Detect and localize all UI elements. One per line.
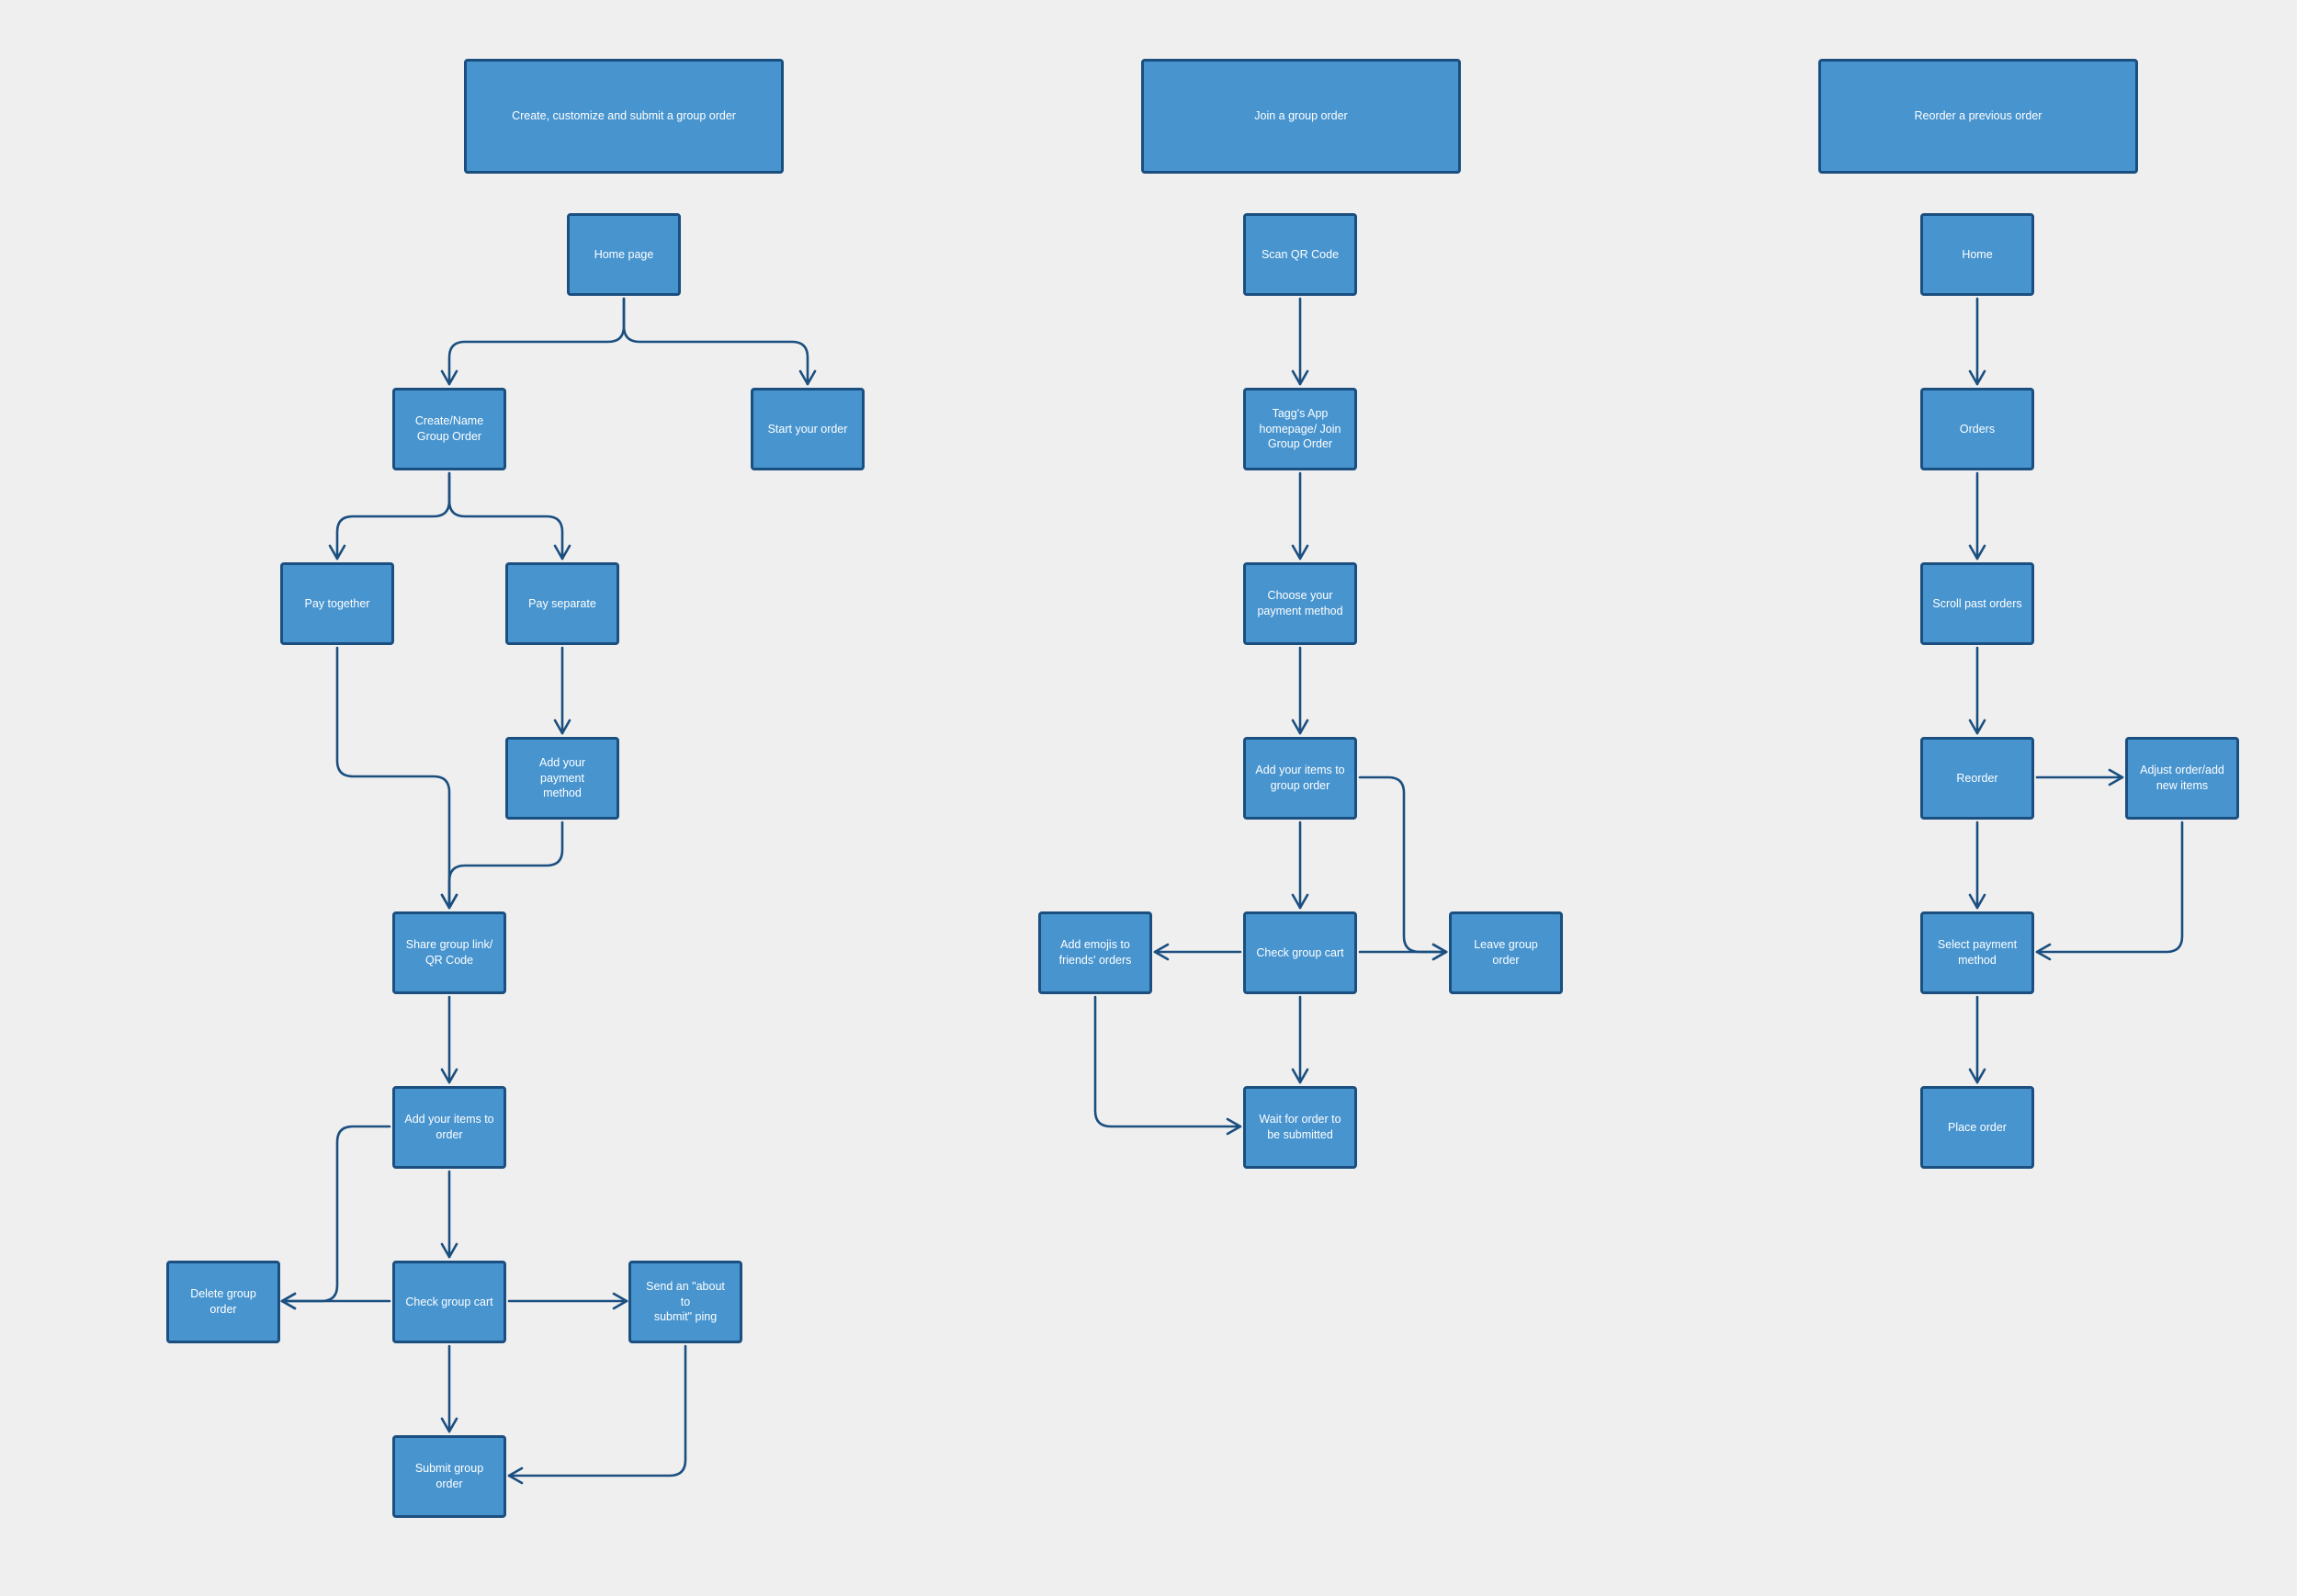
node-delete-group-order[interactable]: Delete group order <box>166 1261 280 1343</box>
node-add-your-payment-method[interactable]: Add your payment method <box>505 737 619 820</box>
edge-home-to-create-name <box>440 297 626 386</box>
edge-send-ping-to-submit <box>507 1344 687 1485</box>
edge-add-payment-to-share-link <box>440 821 564 910</box>
node-taggs-app-homepage[interactable]: Tagg's App homepage/ Join Group Order <box>1243 388 1357 470</box>
node-submit-group-order[interactable]: Submit group order <box>392 1435 506 1518</box>
header-create-group-order[interactable]: Create, customize and submit a group ord… <box>464 59 784 174</box>
edge-add-items-to-delete-order <box>280 1125 391 1310</box>
header-join-group-order[interactable]: Join a group order <box>1141 59 1461 174</box>
edge-add-emojis-to-wait-submit <box>1093 995 1242 1136</box>
node-add-emojis-to-friends-orders[interactable]: Add emojis to friends' orders <box>1038 911 1152 994</box>
node-add-your-items-to-group-order[interactable]: Add your items to group order <box>1243 737 1357 820</box>
node-start-your-order[interactable]: Start your order <box>751 388 865 470</box>
node-leave-group-order[interactable]: Leave group order <box>1449 911 1563 994</box>
node-pay-together[interactable]: Pay together <box>280 562 394 645</box>
node-home-page[interactable]: Home page <box>567 213 681 296</box>
node-select-payment-method[interactable]: Select payment method <box>1920 911 2034 994</box>
edge-pay-together-to-share-link <box>335 646 458 910</box>
edge-add-items-to-leave-order <box>1358 775 1448 961</box>
edge-adjust-order-to-select-payment <box>2035 821 2184 961</box>
node-adjust-order-add-new-items[interactable]: Adjust order/add new items <box>2125 737 2239 820</box>
node-add-your-items-to-order[interactable]: Add your items to order <box>392 1086 506 1169</box>
node-check-group-cart[interactable]: Check group cart <box>392 1261 506 1343</box>
node-orders[interactable]: Orders <box>1920 388 2034 470</box>
node-create-name-group-order[interactable]: Create/Name Group Order <box>392 388 506 470</box>
node-pay-separate[interactable]: Pay separate <box>505 562 619 645</box>
node-home[interactable]: Home <box>1920 213 2034 296</box>
node-reorder[interactable]: Reorder <box>1920 737 2034 820</box>
node-scan-qr-code[interactable]: Scan QR Code <box>1243 213 1357 296</box>
edge-create-name-to-pay-together <box>328 471 451 560</box>
node-choose-your-payment-method[interactable]: Choose your payment method <box>1243 562 1357 645</box>
node-share-group-link[interactable]: Share group link/ QR Code <box>392 911 506 994</box>
edge-create-name-to-pay-separate <box>447 471 571 560</box>
node-scroll-past-orders[interactable]: Scroll past orders <box>1920 562 2034 645</box>
node-place-order[interactable]: Place order <box>1920 1086 2034 1169</box>
node-wait-for-order-to-be-submitted[interactable]: Wait for order to be submitted <box>1243 1086 1357 1169</box>
header-reorder-previous-order[interactable]: Reorder a previous order <box>1818 59 2138 174</box>
node-send-about-to-submit-ping[interactable]: Send an "about to submit" ping <box>628 1261 742 1343</box>
edge-home-to-start-order <box>622 297 817 386</box>
node-check-group-cart-join[interactable]: Check group cart <box>1243 911 1357 994</box>
